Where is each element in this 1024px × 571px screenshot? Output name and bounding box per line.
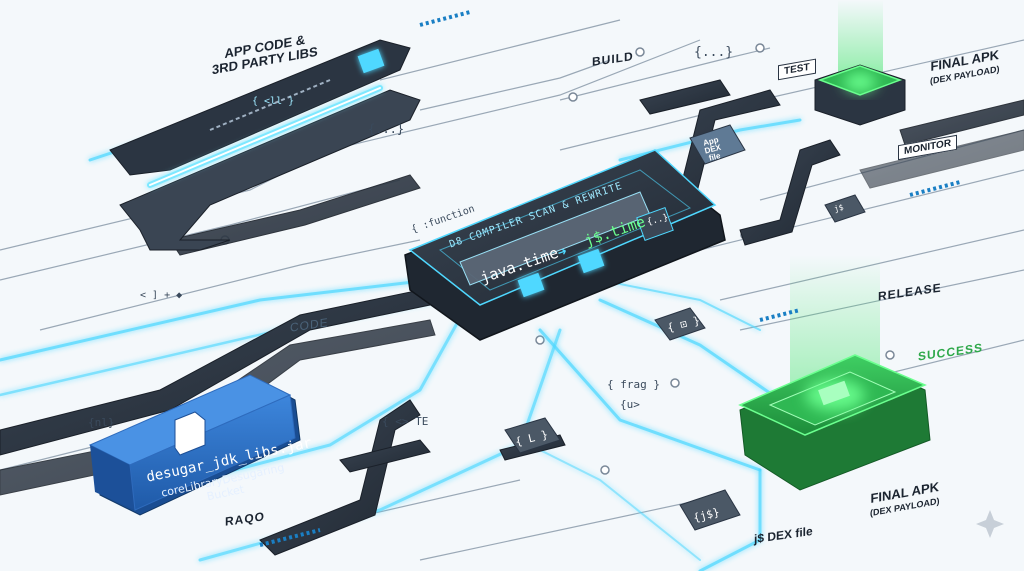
final-apk-chip-bottom	[738, 255, 931, 491]
compiler-slab	[404, 149, 726, 341]
snippet-te: { <> TE	[382, 415, 429, 428]
snippet-u: {u>	[620, 398, 640, 411]
snippet-top-right: {...}	[694, 45, 734, 60]
snippet-app-small: { <ll }	[252, 96, 295, 107]
snippet-left-ops: < ] + ◆	[140, 290, 183, 301]
jar-box	[88, 374, 301, 516]
small-chips	[504, 124, 866, 531]
final-apk-chip-top	[814, 0, 906, 126]
app-code-rail	[109, 39, 421, 251]
snippet-nl: {nl}	[88, 416, 115, 429]
dashed-bars	[259, 10, 961, 547]
snippet-app-braces: {...}	[368, 122, 405, 136]
snippet-frag: { frag }	[607, 378, 660, 391]
sparkle-icon	[976, 510, 1004, 538]
